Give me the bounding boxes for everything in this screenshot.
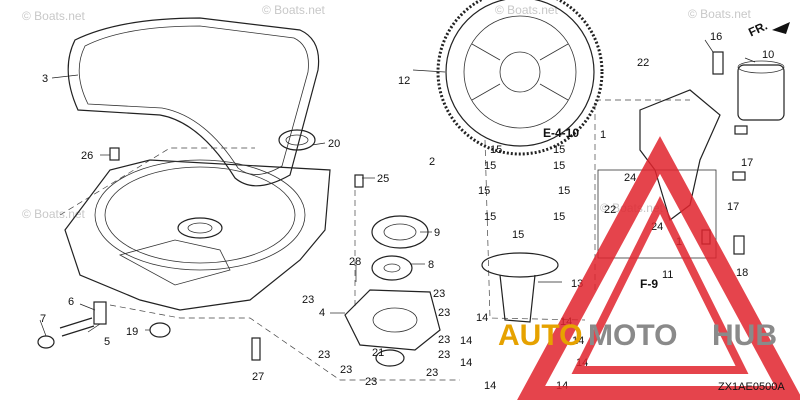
label-19: 19	[126, 326, 138, 338]
label-15-d: 15	[553, 160, 565, 172]
label-15-a: 15	[490, 144, 502, 156]
label-10: 10	[762, 49, 774, 61]
label-23-g: 23	[318, 349, 330, 361]
label-23-h: 23	[340, 364, 352, 376]
label-15-c: 15	[484, 160, 496, 172]
label-14-a: 14	[476, 312, 488, 324]
oil-filter-part	[737, 60, 785, 121]
front-marker: FR.	[746, 19, 769, 40]
label-3: 3	[42, 73, 48, 85]
label-24-a: 24	[624, 172, 636, 184]
brand-auto: AUTO	[498, 319, 582, 352]
watermark-1: © Boats.net	[22, 9, 86, 23]
label-14-g: 14	[484, 380, 496, 392]
brand-hub: HUB	[712, 319, 777, 352]
label-23-d: 23	[438, 334, 450, 346]
label-14-d: 14	[572, 335, 584, 347]
front-arrow: FR.	[746, 19, 790, 40]
label-11: 11	[662, 269, 673, 281]
brand-logo: AUTO MOTO HUB	[498, 136, 800, 400]
label-2: 2	[429, 156, 435, 168]
label-8: 8	[428, 259, 434, 271]
flywheel-part	[436, 0, 604, 156]
label-15-g: 15	[484, 211, 496, 223]
label-23-a: 23	[302, 294, 314, 306]
label-26: 26	[81, 150, 93, 162]
label-22-b: 22	[604, 204, 616, 216]
watermark-2: © Boats.net	[262, 3, 326, 17]
brand-moto: MOTO	[588, 319, 677, 352]
watermark-3: © Boats.net	[495, 3, 559, 17]
label-23-i: 23	[365, 376, 377, 388]
label-5: 5	[104, 336, 110, 348]
label-23-b: 23	[433, 288, 445, 300]
label-4: 4	[319, 307, 325, 319]
label-1-a: 1	[600, 129, 606, 141]
oil-seal-part	[278, 129, 316, 151]
label-14-e: 14	[460, 357, 472, 369]
label-14-c: 14	[460, 335, 472, 347]
label-20: 20	[328, 138, 340, 150]
label-15-i: 15	[512, 229, 524, 241]
label-23-f: 23	[426, 367, 438, 379]
label-28: 28	[349, 256, 361, 268]
diagram-code: ZX1AE0500A	[718, 381, 785, 393]
label-27: 27	[252, 371, 264, 383]
label-6: 6	[68, 296, 74, 308]
label-15-f: 15	[558, 185, 570, 197]
gasket-part	[67, 17, 320, 187]
label-12: 12	[398, 75, 410, 87]
bolts-group	[37, 51, 748, 361]
watermark-5: © Boats.net	[22, 207, 86, 221]
label-21: 21	[372, 347, 384, 359]
label-15-e: 15	[478, 185, 490, 197]
housing-part	[64, 159, 331, 311]
rotor-part	[371, 215, 429, 281]
label-23-e: 23	[438, 349, 450, 361]
label-16: 16	[710, 31, 722, 43]
ref-f9[interactable]: F-9	[640, 277, 658, 291]
label-15-h: 15	[553, 211, 565, 223]
label-25: 25	[377, 173, 389, 185]
seal-21-part	[375, 349, 405, 367]
hub-part	[481, 252, 559, 323]
label-7: 7	[40, 313, 46, 325]
label-17-b: 17	[727, 201, 739, 213]
label-23-c: 23	[438, 307, 450, 319]
label-18: 18	[736, 267, 748, 279]
leader-lines	[39, 39, 756, 337]
label-15-b: 15	[553, 144, 565, 156]
label-22-a: 22	[637, 57, 649, 69]
label-9: 9	[434, 227, 440, 239]
pump-cover-part	[344, 289, 441, 351]
label-17-a: 17	[741, 157, 753, 169]
ref-e410[interactable]: E-4-10	[543, 126, 579, 140]
watermark-4: © Boats.net	[688, 7, 752, 21]
